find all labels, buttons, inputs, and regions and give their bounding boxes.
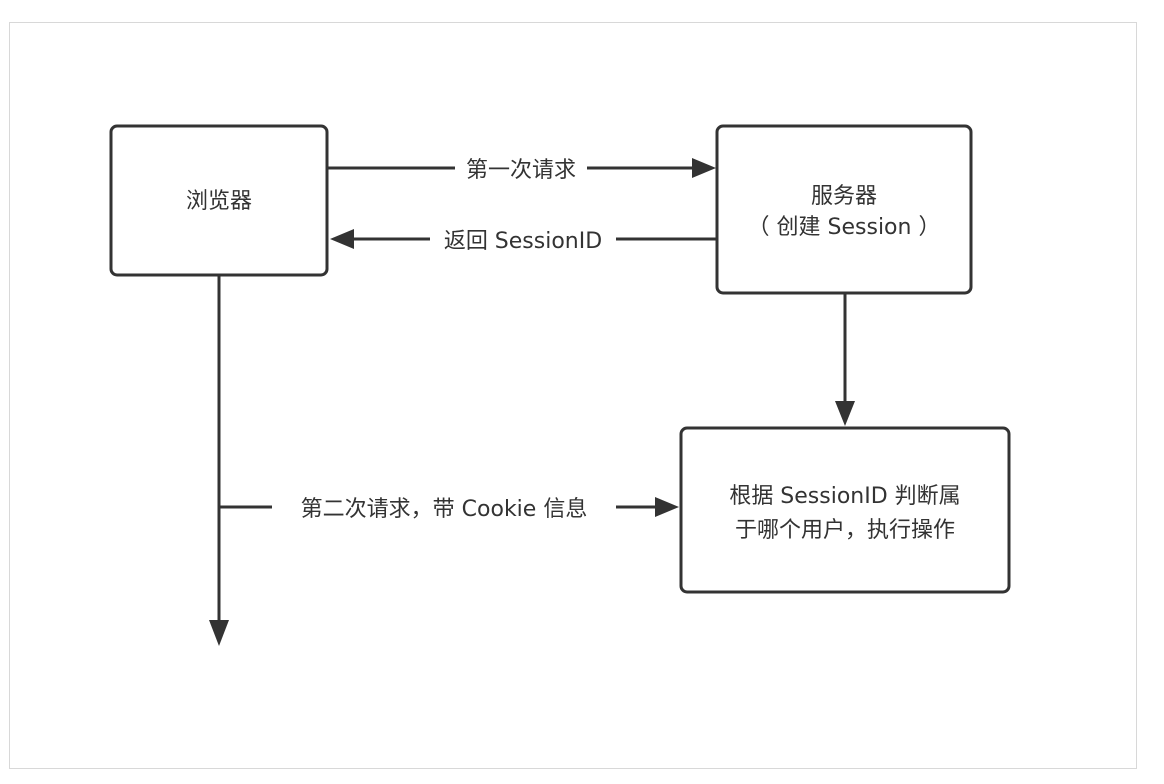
edge-second-request-label-bg bbox=[272, 493, 616, 521]
edge-browser-timeline-arrowhead bbox=[209, 620, 229, 646]
edge-second-request-label: 第二次请求，带 Cookie 信息 bbox=[301, 497, 588, 522]
node-browser: 浏览器 bbox=[109, 124, 329, 277]
node-server-box bbox=[715, 124, 973, 295]
edge-return-session-label-bg bbox=[430, 226, 616, 254]
edge-first-request-arrowhead bbox=[692, 158, 716, 178]
node-identify-user-label-line2: 于哪个用户，执行操作 bbox=[735, 518, 955, 543]
edge-return-session-arrowhead bbox=[330, 229, 354, 249]
edge-server-to-identify-arrowhead bbox=[835, 401, 855, 426]
edge-first-request-label: 第一次请求 bbox=[466, 158, 576, 183]
node-identify-user-box bbox=[679, 426, 1011, 594]
node-server-label-line2: （ 创建 Session ） bbox=[748, 215, 941, 240]
edge-return-session: 返回 SessionID bbox=[330, 226, 716, 254]
edge-first-request-label-bg bbox=[455, 155, 587, 183]
node-identify-user-label-line1: 根据 SessionID 判断属 bbox=[729, 484, 960, 509]
node-identify-user: 根据 SessionID 判断属 于哪个用户，执行操作 bbox=[679, 426, 1011, 594]
edge-server-to-identify bbox=[835, 293, 855, 426]
node-browser-label: 浏览器 bbox=[186, 189, 252, 214]
edge-first-request: 第一次请求 bbox=[327, 155, 716, 183]
edge-second-request-arrowhead bbox=[655, 497, 679, 517]
edge-browser-timeline bbox=[209, 275, 229, 646]
edge-return-session-label: 返回 SessionID bbox=[444, 229, 602, 254]
node-server: 服务器 （ 创建 Session ） bbox=[715, 124, 973, 295]
edge-second-request: 第二次请求，带 Cookie 信息 bbox=[219, 493, 679, 522]
node-server-label-line1: 服务器 bbox=[811, 184, 877, 209]
